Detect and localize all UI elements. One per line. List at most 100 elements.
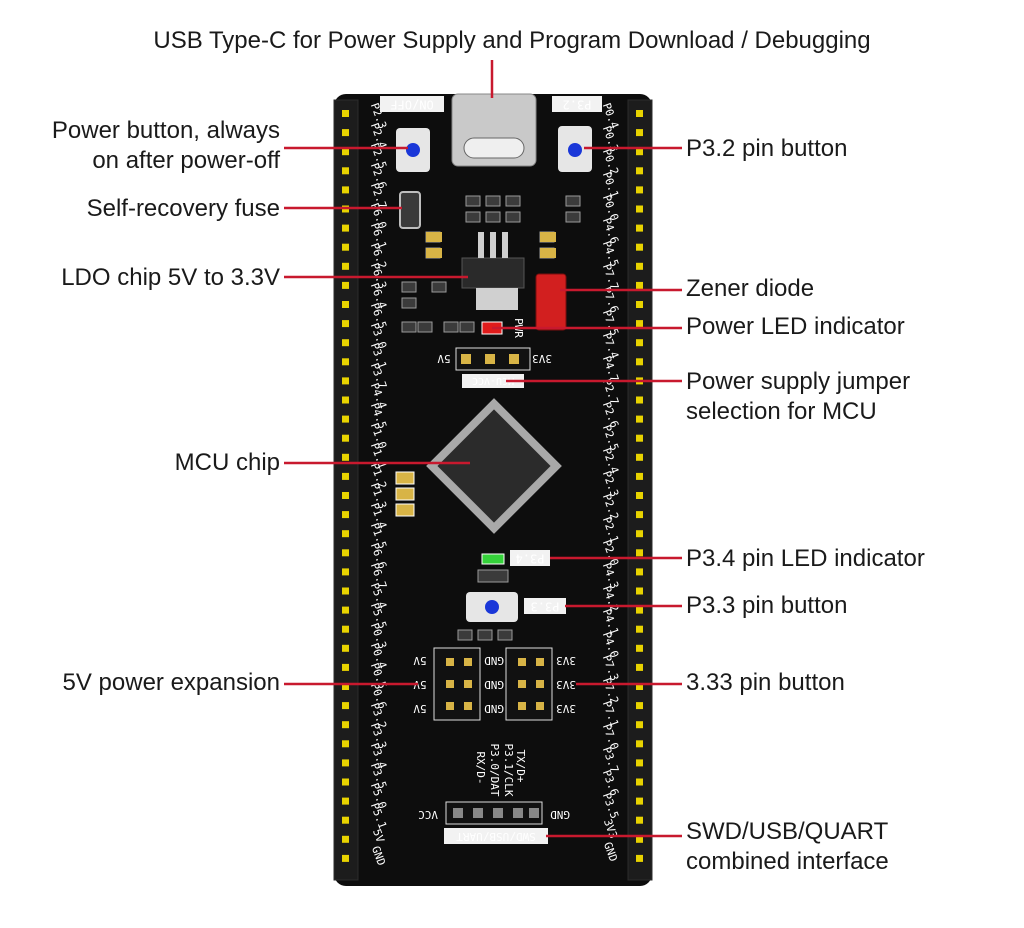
callout-333-button: 3.33 pin button bbox=[686, 668, 845, 698]
3v3-expansion-header bbox=[505, 647, 553, 721]
swd-header-pin bbox=[473, 808, 483, 818]
smd-capacitor bbox=[395, 503, 415, 517]
left-pin-header bbox=[333, 99, 359, 881]
left-header-pin bbox=[342, 453, 349, 461]
swd-header-pin bbox=[513, 808, 523, 818]
left-header-pin bbox=[342, 358, 349, 366]
right-header-pin bbox=[636, 740, 643, 748]
left-header-pin bbox=[342, 262, 349, 270]
left-header-pin bbox=[342, 778, 349, 786]
left-header-pin bbox=[342, 186, 349, 194]
self-recovery-fuse bbox=[399, 191, 421, 229]
smd-component bbox=[565, 195, 581, 207]
mcu-vcc-silk-box bbox=[462, 374, 524, 388]
smd-component bbox=[459, 321, 475, 333]
callout-jumper-line-1: Power supply jumper bbox=[686, 368, 911, 395]
right-header-pin bbox=[636, 759, 643, 767]
5v-expansion-pin bbox=[446, 702, 454, 710]
ldo-lead bbox=[502, 232, 508, 258]
pwr-silk: PWR bbox=[512, 318, 525, 338]
callout-p32-button-line: P3.2 pin button bbox=[686, 135, 848, 162]
callout-ldo: LDO chip 5V to 3.3V bbox=[61, 263, 280, 293]
on-off-silk-box bbox=[380, 96, 444, 112]
left-header-pin bbox=[342, 472, 349, 480]
left-header-pin bbox=[342, 625, 349, 633]
5v-expansion-silk: 5V bbox=[413, 702, 427, 715]
right-header-pin bbox=[636, 262, 643, 270]
left-header-pin bbox=[342, 205, 349, 213]
ldo-tab bbox=[476, 288, 518, 310]
smd-component bbox=[505, 195, 521, 207]
right-header-pin bbox=[636, 281, 643, 289]
callout-p32-button: P3.2 pin button bbox=[686, 134, 847, 164]
left-header-pin bbox=[342, 606, 349, 614]
right-header-pin bbox=[636, 301, 643, 308]
right-header-pin bbox=[636, 778, 643, 786]
smd-component bbox=[443, 321, 459, 333]
right-header-pin bbox=[636, 167, 643, 175]
callout-power-button: Power button, always on after power-off bbox=[52, 116, 280, 176]
callout-power-button-line-1: Power button, always bbox=[51, 117, 280, 144]
right-header-pin bbox=[636, 110, 643, 117]
mcu-vcc-silk: MCU-VCC bbox=[472, 375, 514, 386]
right-header-pin bbox=[636, 797, 643, 805]
left-header-pin bbox=[342, 663, 349, 671]
smd-component bbox=[465, 211, 481, 223]
power-button-cap bbox=[406, 143, 420, 157]
right-header-pin bbox=[636, 530, 643, 538]
swd-usb-uart-silk: SWD/USB/UART bbox=[456, 830, 536, 843]
callout-p34-led: P3.4 pin LED indicator bbox=[686, 544, 925, 574]
callout-5v-expansion: 5V power expansion bbox=[63, 668, 280, 698]
3v3-expansion-pin bbox=[536, 702, 544, 710]
left-header-pin bbox=[342, 110, 349, 117]
5v-expansion-header bbox=[433, 647, 481, 721]
right-header-pin bbox=[636, 644, 643, 652]
left-header-pin bbox=[342, 683, 349, 690]
right-header-pin bbox=[636, 129, 643, 137]
callout-zener-line: Zener diode bbox=[686, 275, 815, 302]
left-header-pin bbox=[342, 854, 349, 862]
left-header-pin bbox=[342, 129, 349, 137]
right-header-pin bbox=[636, 816, 643, 824]
jumper-pin bbox=[485, 354, 495, 364]
left-header-pin bbox=[342, 587, 349, 595]
5v-expansion-pin bbox=[464, 680, 472, 688]
left-header-pin bbox=[342, 835, 349, 843]
smd-capacitor bbox=[426, 248, 442, 258]
right-header-pin bbox=[636, 148, 643, 156]
callout-fuse-line: Self-recovery fuse bbox=[86, 195, 280, 222]
right-header-pin bbox=[636, 606, 643, 614]
smd-component bbox=[505, 211, 521, 223]
ldo-lead bbox=[490, 232, 496, 258]
right-header-pin bbox=[636, 339, 643, 347]
swd-header-pin bbox=[493, 808, 503, 818]
right-header-pin bbox=[636, 721, 643, 729]
right-header-pin bbox=[636, 224, 643, 232]
jumper-pin bbox=[461, 354, 471, 364]
smd-component bbox=[457, 629, 473, 641]
smd-capacitor bbox=[540, 232, 556, 242]
left-pin-label: 5V bbox=[370, 827, 387, 844]
p33-silk-box bbox=[524, 598, 566, 614]
callout-p33-button: P3.3 pin button bbox=[686, 591, 847, 621]
left-header-pin bbox=[342, 702, 349, 710]
3v3-expansion-pin bbox=[518, 658, 526, 666]
smd-component bbox=[497, 629, 513, 641]
swd-silk-box bbox=[444, 828, 548, 844]
right-header-pin bbox=[636, 320, 643, 328]
smd-component bbox=[417, 321, 433, 333]
smd-component bbox=[431, 281, 447, 293]
right-pin-label: 3V3 bbox=[601, 817, 620, 840]
left-header-pin bbox=[342, 759, 349, 767]
jumper-3v3-silk: 3V3 bbox=[532, 352, 552, 365]
3v3-expansion-pin bbox=[518, 680, 526, 688]
smd-component bbox=[485, 195, 501, 207]
p32-silk: P3.2 bbox=[563, 98, 592, 112]
swd-gnd-silk: GND bbox=[550, 808, 570, 821]
callout-mcu-line: MCU chip bbox=[174, 449, 280, 476]
right-header-pin bbox=[636, 683, 643, 690]
callout-zener: Zener diode bbox=[686, 274, 814, 304]
smd-component bbox=[477, 629, 493, 641]
left-header-pin bbox=[342, 320, 349, 328]
smd-component bbox=[477, 569, 509, 583]
